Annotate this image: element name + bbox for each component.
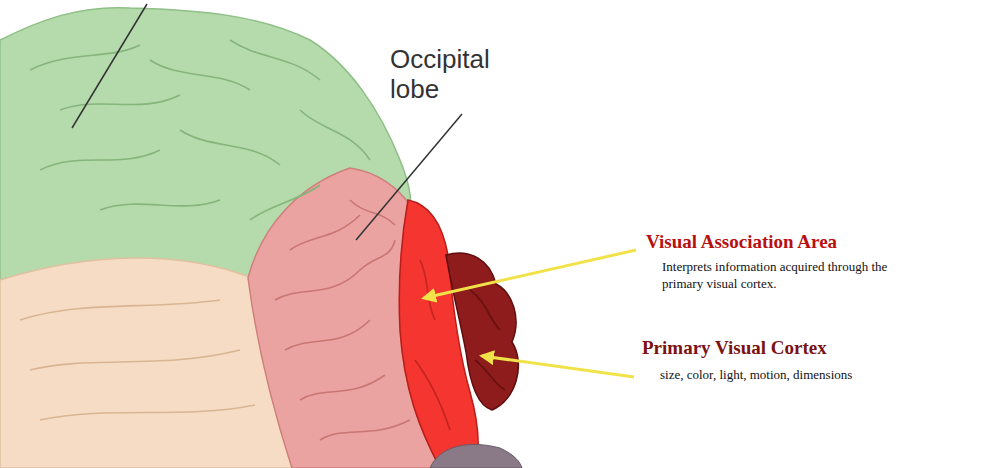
leader-line (72, 4, 147, 128)
area-heading: Primary Visual Cortex (642, 336, 972, 359)
pointer-arrow (424, 250, 636, 298)
area-heading: Visual Association Area (646, 230, 976, 253)
region-label: Occipital lobe (390, 44, 525, 104)
temporal-region (0, 258, 292, 468)
leader-line (356, 114, 462, 240)
area-description: Interprets information acquired through … (662, 258, 912, 292)
primary-visual-cortex (446, 253, 518, 410)
cerebellum (430, 444, 522, 468)
pointer-arrow (482, 356, 634, 377)
area-description: size, color, light, motion, dimensions (660, 366, 970, 383)
